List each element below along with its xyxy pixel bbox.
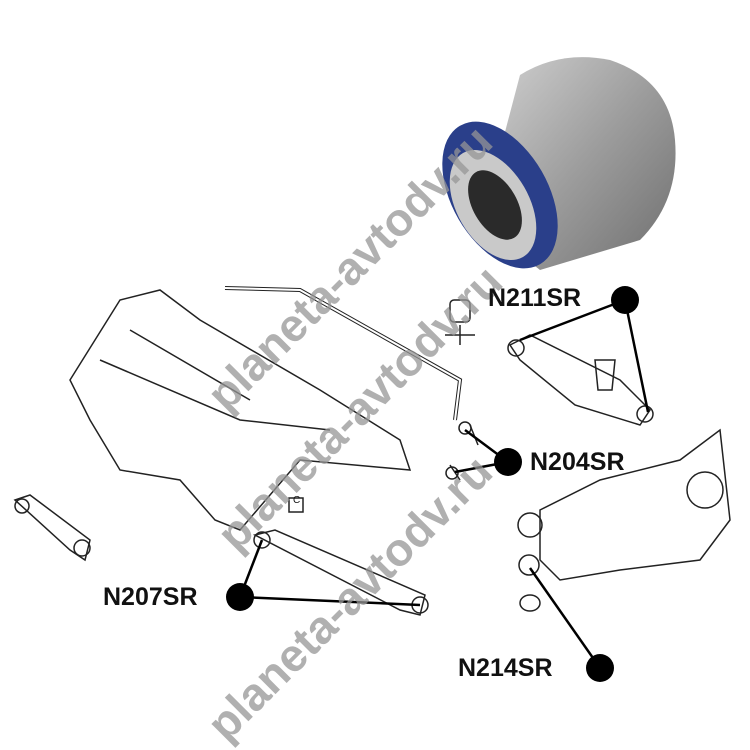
dot-n214 xyxy=(586,654,614,682)
callout-c: C xyxy=(293,495,301,506)
part-label-n204sr: N204SR xyxy=(530,448,625,476)
leader-lines xyxy=(238,298,650,669)
callout-dots xyxy=(226,286,639,682)
dot-n207 xyxy=(226,583,254,611)
bushing-photo xyxy=(442,57,676,271)
dot-n211 xyxy=(611,286,639,314)
part-label-n211sr: N211SR xyxy=(488,284,582,312)
part-label-n214sr: N214SR xyxy=(458,654,553,682)
parts-line-art xyxy=(13,286,731,616)
part-label-n207sr: N207SR xyxy=(103,583,198,611)
dot-n204 xyxy=(494,448,522,476)
